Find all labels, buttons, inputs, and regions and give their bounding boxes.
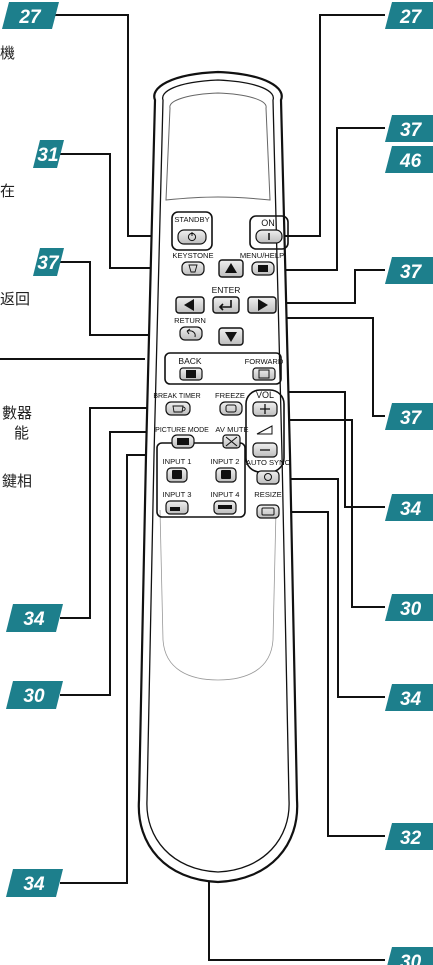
return-button[interactable] xyxy=(179,326,203,341)
page-ref-badge: 37 xyxy=(385,115,433,142)
return-icon xyxy=(186,328,196,338)
page-ref-badge: 34 xyxy=(6,869,63,897)
svg-text:37: 37 xyxy=(37,253,60,274)
side-text-fragment: 鍵相 xyxy=(2,472,33,490)
right-arrow-icon xyxy=(258,299,268,311)
page-ref-badge: 30 xyxy=(6,681,63,709)
svg-text:STANDBY: STANDBY xyxy=(174,215,209,224)
svg-text:34: 34 xyxy=(400,499,422,520)
mute-icon xyxy=(225,436,238,447)
svg-text:37: 37 xyxy=(400,120,423,141)
svg-text:ON: ON xyxy=(261,218,275,228)
left-arrow-icon xyxy=(184,299,194,311)
svg-text:37: 37 xyxy=(400,262,423,283)
svg-text:30: 30 xyxy=(23,686,45,707)
page-ref-badge: 30 xyxy=(387,947,433,965)
resize-icon xyxy=(261,507,275,516)
svg-text:AV MUTE: AV MUTE xyxy=(215,425,248,434)
page-ref-badge: 46 xyxy=(385,146,433,173)
svg-text:INPUT 2: INPUT 2 xyxy=(211,457,240,466)
svg-text:46: 46 xyxy=(399,151,422,172)
break-timer-button[interactable] xyxy=(165,401,191,416)
page-ref-badge: 34 xyxy=(385,684,433,711)
svideo-input-icon xyxy=(218,505,232,509)
back-page-icon xyxy=(186,370,196,378)
svg-text:30: 30 xyxy=(400,599,422,620)
svg-text:INPUT 1: INPUT 1 xyxy=(163,457,192,466)
input-panel xyxy=(156,442,246,518)
freeze-button[interactable] xyxy=(219,401,243,416)
svg-text:34: 34 xyxy=(23,609,45,630)
side-text-fragment: 在 xyxy=(0,182,16,200)
forward-page-icon xyxy=(258,369,270,379)
computer-input-icon xyxy=(221,470,231,479)
svg-text:INPUT 4: INPUT 4 xyxy=(211,490,240,499)
svg-text:27: 27 xyxy=(399,7,423,28)
standby-power-icon xyxy=(187,232,197,242)
enter-button[interactable] xyxy=(212,296,240,314)
resize-button[interactable] xyxy=(256,504,280,519)
auto-sync-button[interactable] xyxy=(256,470,280,485)
page-ref-badge: 37 xyxy=(385,257,433,284)
cup-icon xyxy=(172,405,186,413)
down-arrow-icon xyxy=(225,332,237,342)
back-forward-panel xyxy=(164,352,282,385)
svg-text:34: 34 xyxy=(23,874,45,895)
picture-mode-icon xyxy=(177,438,189,445)
side-text-fragment: 能 xyxy=(14,424,30,442)
svg-text:INPUT 3: INPUT 3 xyxy=(163,490,192,499)
svg-text:BREAK TIMER: BREAK TIMER xyxy=(153,393,200,400)
svg-text:MENU/HELP: MENU/HELP xyxy=(240,251,284,260)
left-badges: 27 31 37 34 30 34 xyxy=(2,2,64,897)
remote-buttons: ON STANDBY KEYSTONE MENU/HELP ENTER RETU… xyxy=(153,211,291,519)
svg-text:27: 27 xyxy=(18,7,42,28)
svg-text:FREEZE: FREEZE xyxy=(215,391,245,400)
svg-text:32: 32 xyxy=(400,828,422,849)
sync-icon xyxy=(264,473,272,481)
page-ref-badge: 34 xyxy=(6,604,63,632)
svg-text:RETURN: RETURN xyxy=(174,316,206,325)
page-ref-badge: 32 xyxy=(385,823,433,850)
svg-text:31: 31 xyxy=(37,145,58,166)
page-ref-badge: 27 xyxy=(2,2,59,29)
page-ref-badge: 27 xyxy=(385,2,433,29)
standby-button-panel xyxy=(171,211,213,251)
svg-text:ENTER: ENTER xyxy=(212,285,241,295)
video-input-icon xyxy=(170,507,180,511)
keystone-button[interactable] xyxy=(181,261,205,276)
svg-text:PICTURE MODE: PICTURE MODE xyxy=(155,427,209,434)
side-text-fragment: 返回 xyxy=(0,290,31,308)
on-button-panel xyxy=(249,215,289,250)
svg-text:34: 34 xyxy=(400,689,422,710)
side-text-fragment: 數器 xyxy=(2,404,33,422)
page-ref-badge: 37 xyxy=(33,248,64,276)
page-ref-badge: 37 xyxy=(385,403,433,430)
page-ref-badge: 30 xyxy=(385,594,433,621)
svg-text:FORWARD: FORWARD xyxy=(245,357,284,366)
svg-text:AUTO SYNC: AUTO SYNC xyxy=(246,458,291,467)
right-badges: 27 37 46 37 37 34 30 34 xyxy=(385,2,433,965)
keystone-icon xyxy=(188,264,198,273)
computer-input-icon xyxy=(172,470,182,479)
enter-icon xyxy=(218,300,232,311)
svg-text:RESIZE: RESIZE xyxy=(254,490,281,499)
svg-text:BACK: BACK xyxy=(178,356,201,366)
standby-button[interactable] xyxy=(177,229,207,245)
volume-icon xyxy=(256,425,273,435)
svg-text:KEYSTONE: KEYSTONE xyxy=(172,251,213,260)
svg-text:37: 37 xyxy=(400,408,423,429)
plus-icon xyxy=(260,404,270,414)
freeze-icon xyxy=(225,404,237,413)
page-ref-badge: 31 xyxy=(33,140,64,168)
page-ref-badge: 34 xyxy=(385,494,433,521)
svg-text:VOL: VOL xyxy=(256,390,274,400)
menu-icon xyxy=(258,265,268,272)
svg-text:30: 30 xyxy=(400,952,422,965)
side-text-fragment: 機 xyxy=(0,44,16,62)
up-arrow-icon xyxy=(225,263,237,273)
